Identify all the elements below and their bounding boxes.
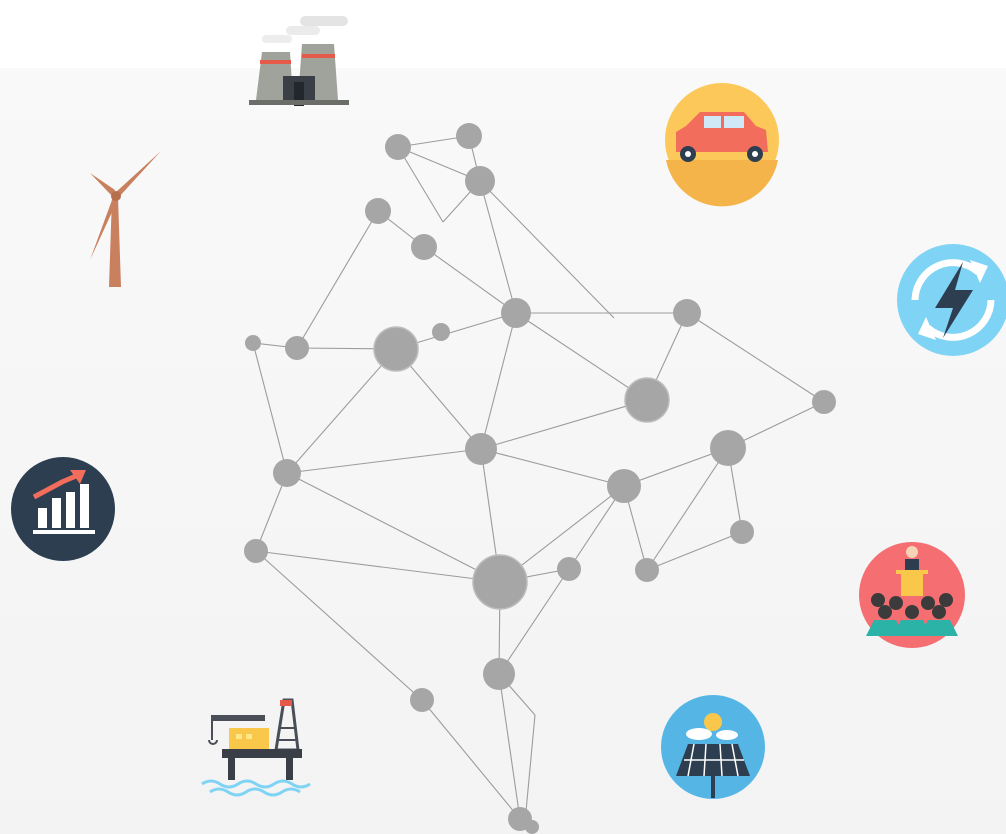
network-node: [673, 299, 701, 327]
network-node: [472, 554, 528, 610]
network-node: [710, 430, 746, 466]
network-node: [432, 323, 450, 341]
network-node: [465, 433, 497, 465]
solar-panel-icon: [661, 695, 765, 799]
network-node: [465, 166, 495, 196]
network-node: [411, 234, 437, 260]
background-band: [0, 68, 1006, 834]
growth-chart-icon: [11, 457, 115, 561]
network-edge: [296, 210, 379, 349]
network-node: [245, 335, 261, 351]
network-edge: [623, 447, 729, 487]
network-edge: [646, 531, 743, 571]
network-node: [607, 469, 641, 503]
network-node: [385, 134, 411, 160]
network-edge: [686, 312, 825, 403]
network-edge: [255, 550, 423, 701]
network-edge: [397, 146, 444, 223]
network-node: [285, 336, 309, 360]
network-edge: [286, 472, 501, 583]
network-edge: [524, 714, 536, 823]
network-edge: [498, 568, 570, 675]
network-edge: [480, 399, 648, 450]
network-node: [373, 326, 419, 372]
network-edge: [480, 448, 625, 487]
network-edge: [479, 180, 517, 314]
electric-car-icon: [665, 83, 779, 207]
network-node: [483, 658, 515, 690]
network-node: [456, 123, 482, 149]
wind-turbine-icon: [90, 151, 161, 287]
network-edge: [255, 550, 501, 583]
network-node: [273, 459, 301, 487]
network-node: [730, 520, 754, 544]
network-edge: [252, 342, 288, 474]
energy-cycle-icon: [897, 244, 1006, 356]
oil-rig-icon: [201, 698, 311, 797]
network-edge: [421, 699, 521, 820]
network-node: [244, 539, 268, 563]
network-edge: [286, 348, 397, 474]
network-node: [635, 558, 659, 582]
network-edge: [286, 448, 482, 474]
network-nodes: [244, 123, 836, 834]
network-edge: [423, 246, 517, 314]
network-node: [812, 390, 836, 414]
network-edge: [480, 312, 517, 450]
network-node: [557, 557, 581, 581]
presentation-audience-icon: [859, 542, 965, 648]
network-edge: [498, 673, 521, 820]
network-node: [365, 198, 391, 224]
network-node: [624, 377, 670, 423]
network-node: [410, 688, 434, 712]
network-edge: [515, 312, 648, 401]
power-plant-icon: [249, 16, 349, 106]
network-edge: [646, 447, 729, 571]
network-node: [501, 298, 531, 328]
network-node: [525, 820, 539, 834]
network-edge: [479, 180, 615, 319]
